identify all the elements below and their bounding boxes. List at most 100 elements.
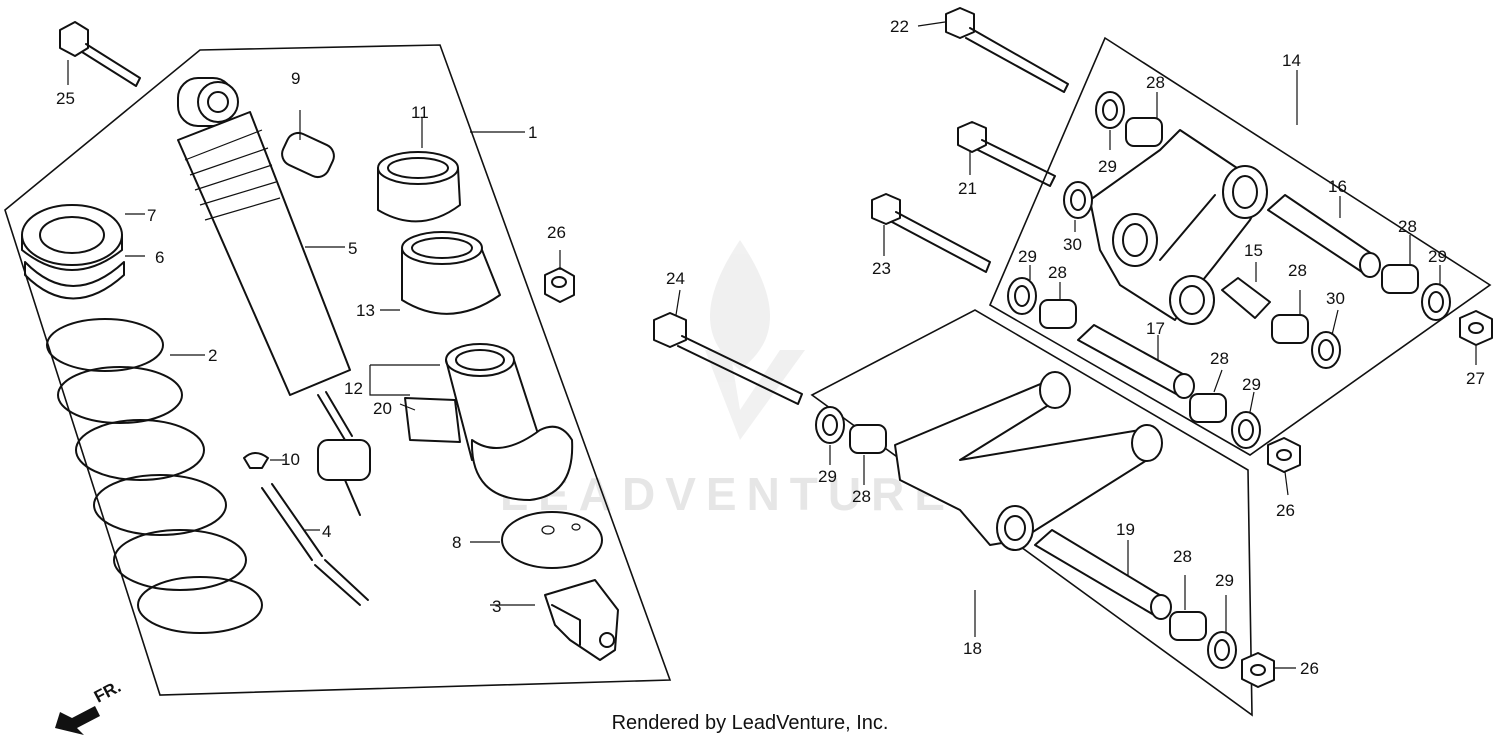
leader-lines-right [675,21,1477,669]
nut-26-b [1241,652,1275,688]
bolt-21 [957,121,1056,187]
bolt-22 [945,7,1069,93]
callout-29-a: 29 [1098,157,1117,176]
leader-lines-left [67,60,561,606]
callout-5: 5 [348,239,357,258]
bearing-28-b [1039,299,1077,329]
callout-13: 13 [356,301,375,320]
seal-29-d [1231,411,1261,449]
pipe-17 [1077,324,1195,399]
lock-nut-6 [24,261,125,300]
seal-30-a [1063,181,1093,219]
callout-27: 27 [1466,369,1485,388]
cover-13 [401,231,501,315]
boot-11 [377,151,461,223]
callout-28-a: 28 [1146,73,1165,92]
callout-26-mid: 26 [1276,501,1295,520]
bearing-28-d [1271,314,1309,344]
callout-29-d: 29 [1242,375,1261,394]
seal-29-c [1421,283,1451,321]
bearing-28-e [1189,393,1227,423]
callout-28-g: 28 [1173,547,1192,566]
callout-19: 19 [1116,520,1135,539]
band-20 [404,397,461,443]
seal-29-b [1007,277,1037,315]
callout-21: 21 [958,179,977,198]
callout-26-bottom: 26 [1300,659,1319,678]
bolt-25 [59,21,141,87]
callout-22: 22 [890,17,909,36]
callout-15: 15 [1244,241,1263,260]
assembly-outline-1 [4,44,672,696]
callout-labels: 25 9 11 1 7 5 6 26 13 2 12 20 10 4 8 3 2… [56,17,1485,678]
callout-28-e: 28 [1210,349,1229,368]
damper-body-5 [177,77,371,516]
callout-28-b: 28 [1048,263,1067,282]
watermark-text: LEADVENTURE [500,468,955,520]
callout-29-e: 29 [818,467,837,486]
collar-26-left [544,267,575,303]
callout-29-c: 29 [1428,247,1447,266]
bearing-28-g [1169,611,1207,641]
callout-24: 24 [666,269,685,288]
bearing-28-f [849,424,887,454]
callout-26-left: 26 [547,223,566,242]
bolt-24 [653,312,803,405]
callout-28-c: 28 [1398,217,1417,236]
callout-9: 9 [291,69,300,88]
callout-25: 25 [56,89,75,108]
callout-23: 23 [872,259,891,278]
cushion-arm-14 [1089,129,1268,325]
pipe-19 [1034,529,1172,620]
seal-29-a [1095,91,1125,129]
callout-3: 3 [492,597,501,616]
reservoir-boot-12 [445,343,574,501]
callout-8: 8 [452,533,461,552]
linkage-assembly-group [653,7,1493,717]
cap-10 [243,452,269,469]
bolt-23 [871,193,991,273]
collar-15 [1221,277,1271,319]
plate-8 [501,511,603,569]
callout-6: 6 [155,248,164,267]
front-direction-label: FR. [91,677,124,707]
callout-20: 20 [373,399,392,418]
callout-10: 10 [281,450,300,469]
callout-16: 16 [1328,177,1347,196]
adjuster-nut-7 [21,204,123,271]
shock-link-18 [894,371,1163,551]
seal-29-e [815,406,845,444]
bearing-28-a [1125,117,1163,147]
bushing-9 [281,131,335,179]
callout-17: 17 [1146,319,1165,338]
seal-29-f [1207,631,1237,669]
bearing-28-c [1381,264,1419,294]
callout-4: 4 [322,522,331,541]
callout-29-b: 29 [1018,247,1037,266]
shock-assembly-group: FR. [4,21,672,735]
callout-1: 1 [528,123,537,142]
callout-28-f: 28 [852,487,871,506]
bracket-3 [544,579,619,661]
callout-12: 12 [344,379,363,398]
hose-4 [261,483,369,606]
callout-18: 18 [963,639,982,658]
callout-7: 7 [147,206,156,225]
watermark-logo [705,240,805,440]
callout-2: 2 [208,346,217,365]
assembly-outline-14 [988,36,1492,456]
callout-30-b: 30 [1326,289,1345,308]
spring-2 [46,318,263,634]
nut-27 [1459,310,1493,346]
pipe-16 [1267,194,1381,278]
footer-credit: Rendered by LeadVenture, Inc. [611,712,889,734]
assembly-outline-18 [810,309,1253,717]
seal-30-b [1311,331,1341,369]
callout-11: 11 [411,103,429,122]
callout-28-d: 28 [1288,261,1307,280]
callout-29-f: 29 [1215,571,1234,590]
nut-26-a [1267,437,1301,473]
callout-14: 14 [1282,51,1301,70]
callout-30-a: 30 [1063,235,1082,254]
